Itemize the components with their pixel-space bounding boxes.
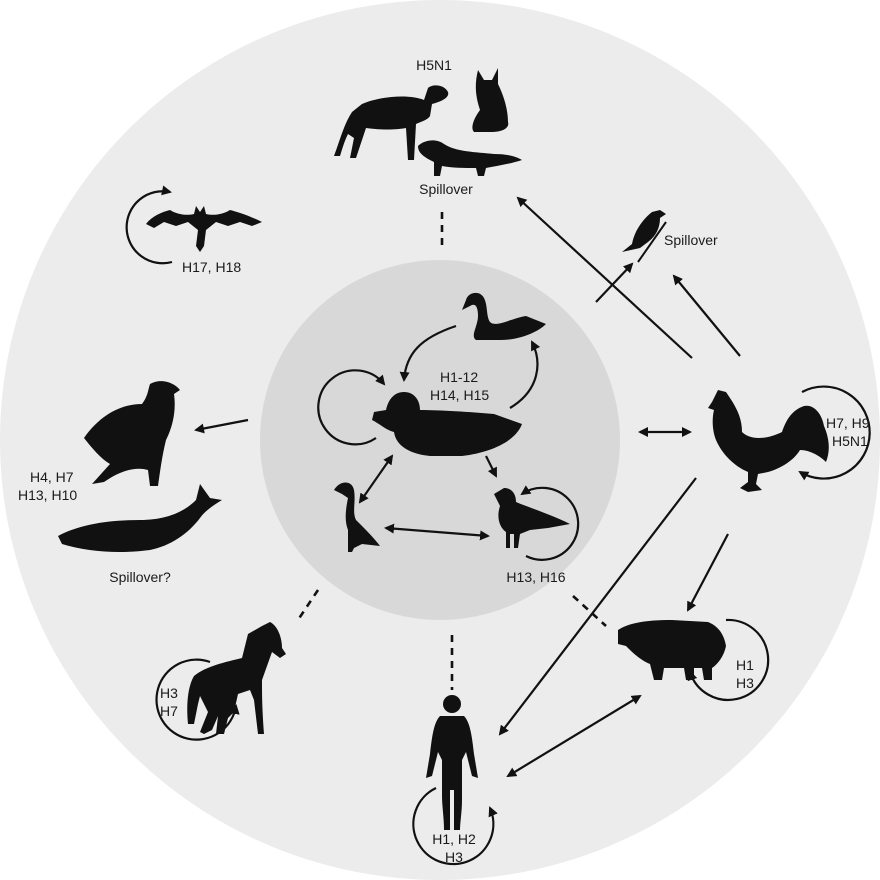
arrow-poultry-to-songbird <box>672 274 741 357</box>
human-icon <box>426 695 478 830</box>
dog-icon <box>334 85 449 160</box>
arrow-poultry-to-swine <box>687 533 729 612</box>
loop-gull <box>520 485 580 561</box>
dashed-link-horse <box>296 589 320 621</box>
bat-icon <box>146 206 262 252</box>
arrow-duck-heron <box>358 454 394 504</box>
pig-icon <box>618 620 726 680</box>
label-horse: H3 <box>160 685 178 701</box>
label-human: H1, H2 <box>432 831 476 847</box>
label-horse-2: H7 <box>160 703 178 719</box>
arrow-swan-to-duck <box>399 324 457 382</box>
sea-lion-icon <box>84 381 180 486</box>
arrow-poultry-to-pets <box>516 196 693 359</box>
label-marine: H4, H7 <box>30 469 74 485</box>
label-shorebird: H13, H16 <box>506 569 565 585</box>
duck-icon <box>372 392 522 456</box>
label-pets-spillover: Spillover <box>419 181 473 197</box>
loop-human <box>412 787 498 866</box>
loop-swine <box>687 618 770 701</box>
cat-icon <box>472 68 509 132</box>
arrow-poultry-to-human <box>498 477 697 736</box>
label-bat: H17, H18 <box>182 259 241 275</box>
horse-icon <box>187 622 286 734</box>
arrow-inner-to-songbird <box>595 262 634 303</box>
label-poultry-2: H5N1 <box>832 433 868 449</box>
label-poultry: H7, H9 <box>826 415 870 431</box>
arrow-inner-to-marine <box>194 418 249 434</box>
label-swine-2: H3 <box>736 675 754 691</box>
loop-duck <box>317 369 386 446</box>
arrow-duck-to-swan <box>509 340 541 409</box>
arrow-duck-to-gull <box>485 455 497 478</box>
loop-poultry <box>798 385 871 481</box>
label-human-2: H3 <box>445 849 463 865</box>
whale-icon <box>58 484 222 552</box>
label-marine-2: H13, H10 <box>18 487 77 503</box>
swan-icon <box>462 292 546 340</box>
arrow-human-swine <box>506 694 642 778</box>
arrow-heron-gull <box>384 523 490 541</box>
songbird-icon <box>622 210 667 263</box>
label-marine-spillover: Spillover? <box>109 569 171 585</box>
label-waterfowl-2: H14, H15 <box>430 387 489 403</box>
label-waterfowl: H1-12 <box>440 369 478 385</box>
heron-icon <box>334 482 380 552</box>
label-swine: H1 <box>736 657 754 673</box>
ferret-icon <box>418 140 522 176</box>
loop-bat <box>125 185 173 265</box>
gull-icon <box>494 488 570 548</box>
label-wild-bird-spillover: Spillover <box>664 232 718 248</box>
rooster-icon <box>708 390 829 492</box>
label-pets: H5N1 <box>416 57 452 73</box>
